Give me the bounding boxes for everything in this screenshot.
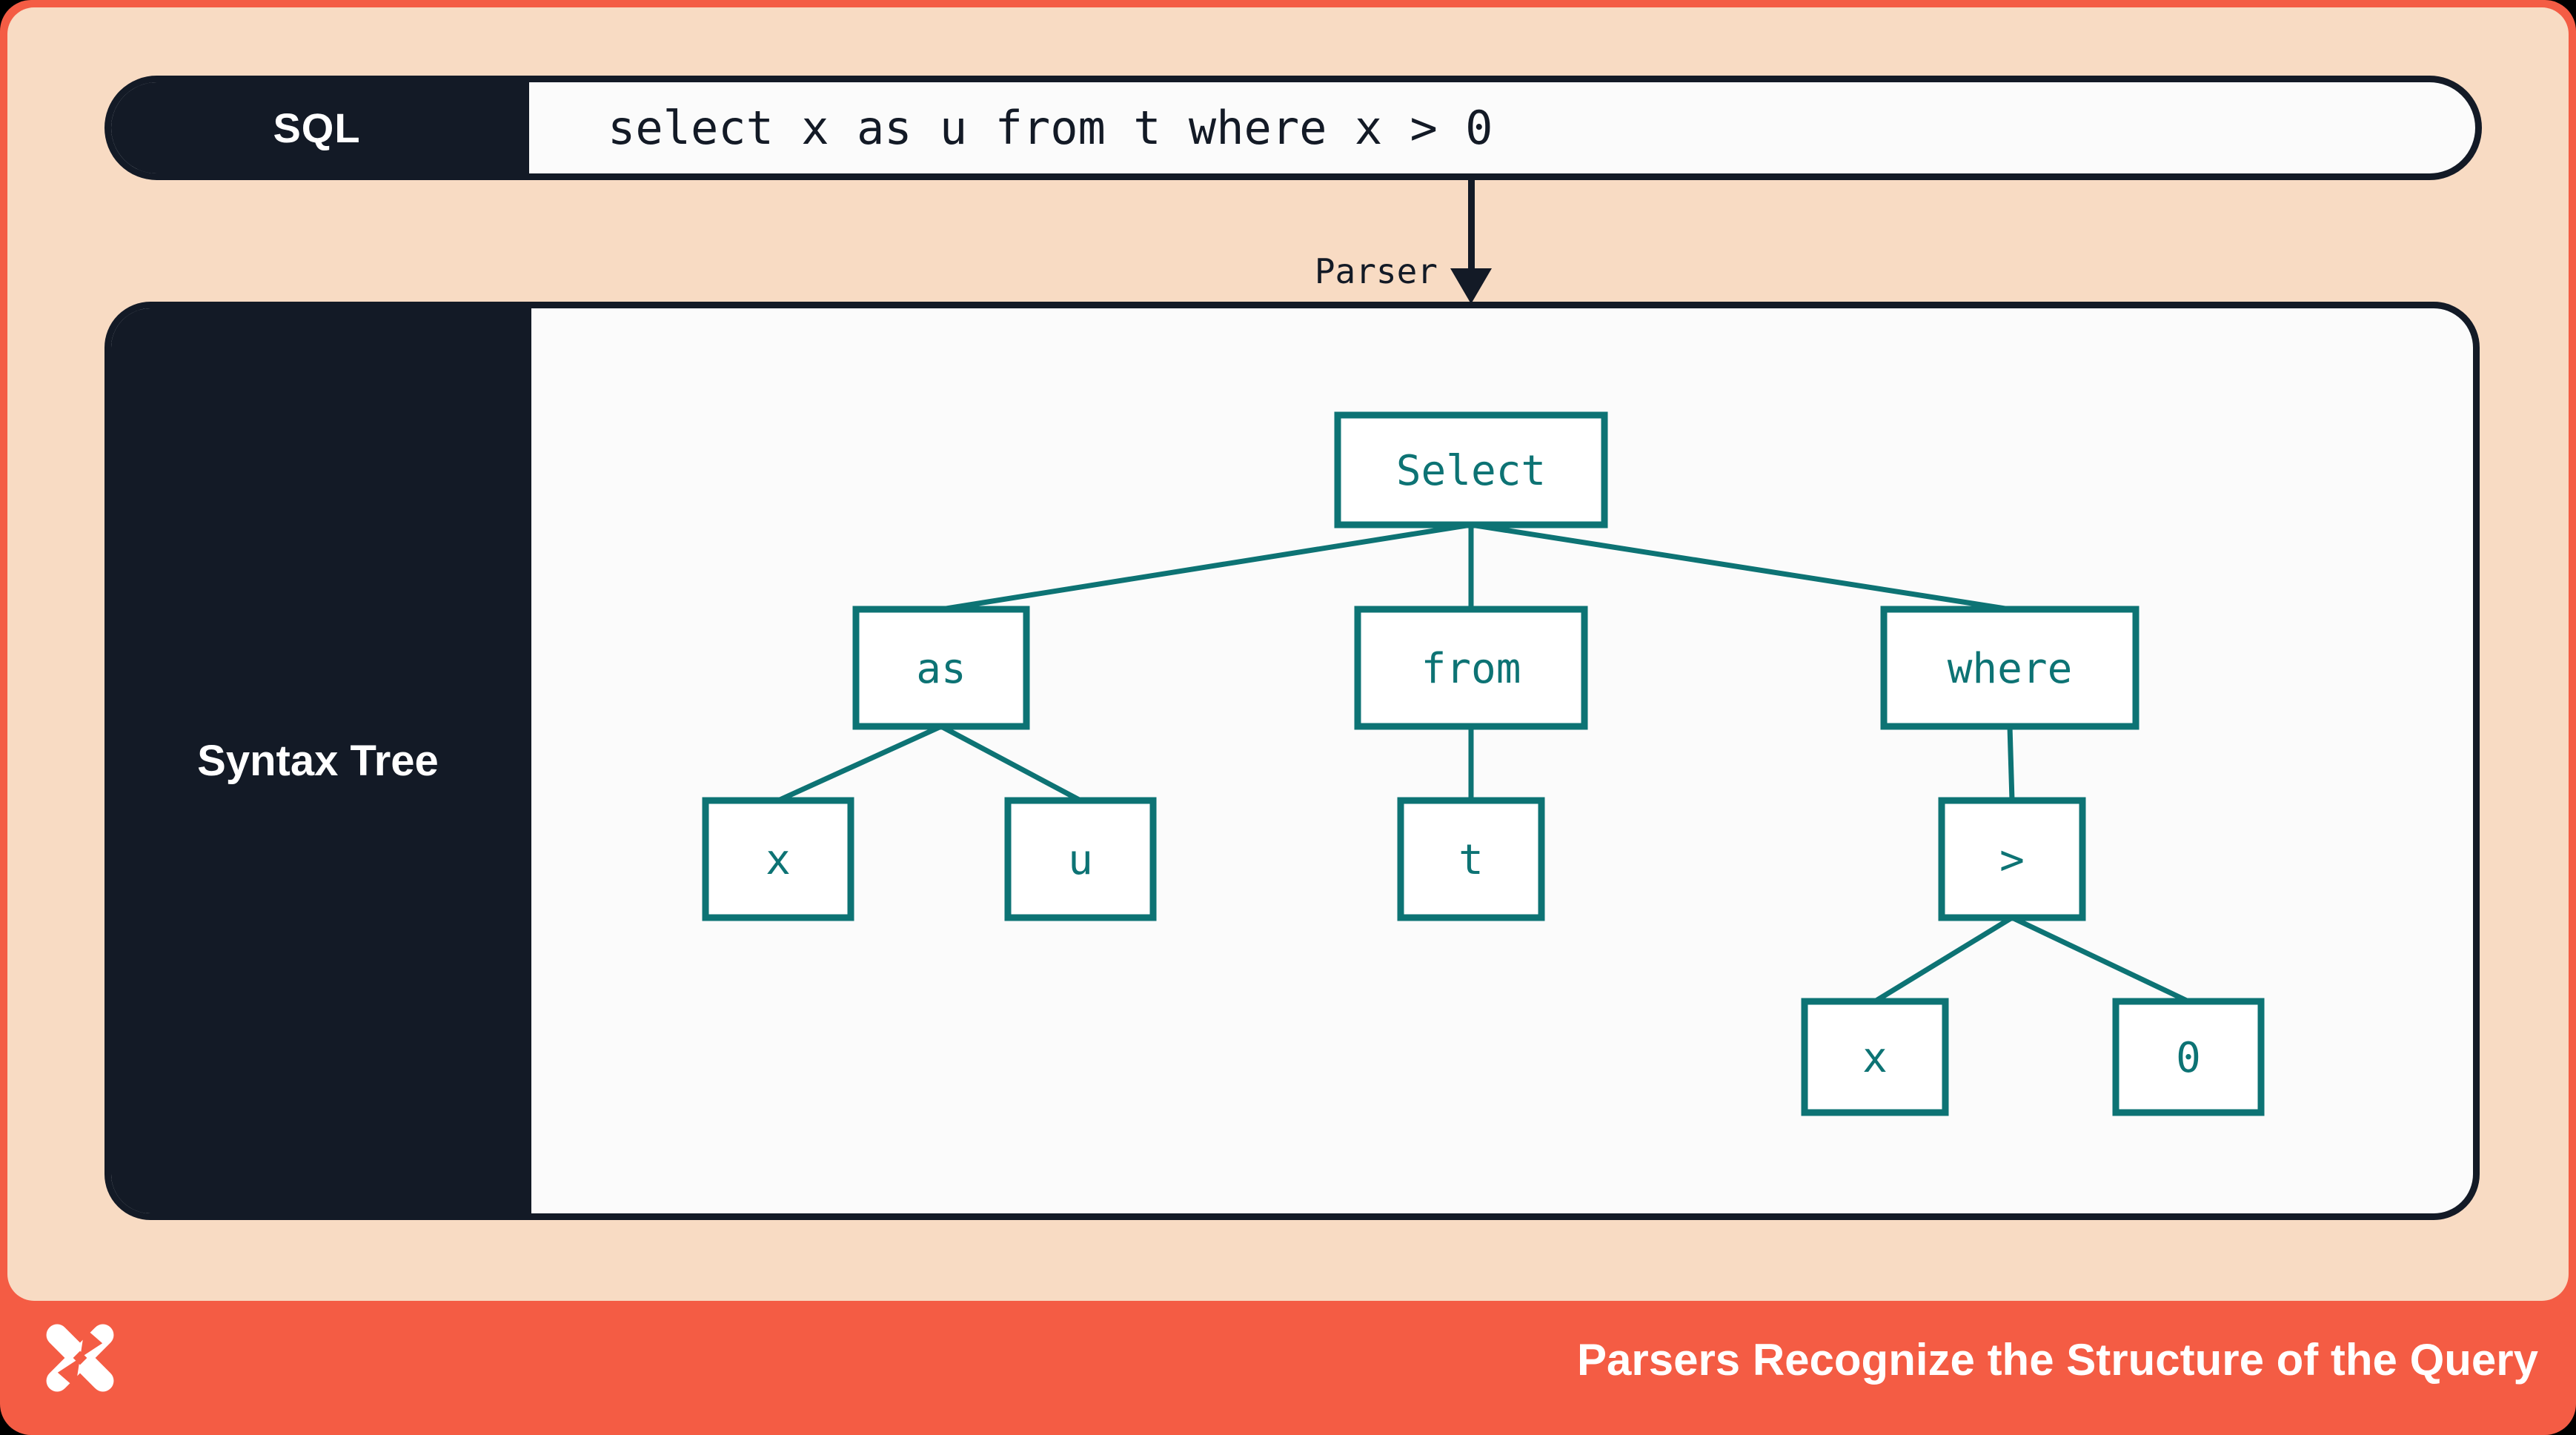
company-logo-icon — [46, 1324, 114, 1392]
sql-bar: select x as u from t where x > 0 SQL — [104, 76, 2482, 180]
syntax-tree-sidebar: Syntax Tree — [111, 308, 531, 1213]
sql-bar-label: SQL — [273, 105, 361, 151]
syntax-tree-label: Syntax Tree — [197, 737, 439, 785]
parser-arrow-line — [1468, 180, 1475, 274]
sql-bar-label-segment: SQL — [111, 82, 529, 173]
sql-query-text: select x as u from t where x > 0 — [608, 101, 1493, 155]
footer-title: Parsers Recognize the Structure of the Q… — [1576, 1335, 2538, 1385]
parser-arrow-head-icon — [1450, 268, 1492, 304]
parser-label: Parser — [1314, 251, 1438, 291]
syntax-tree-panel: Syntax Tree — [104, 302, 2480, 1220]
